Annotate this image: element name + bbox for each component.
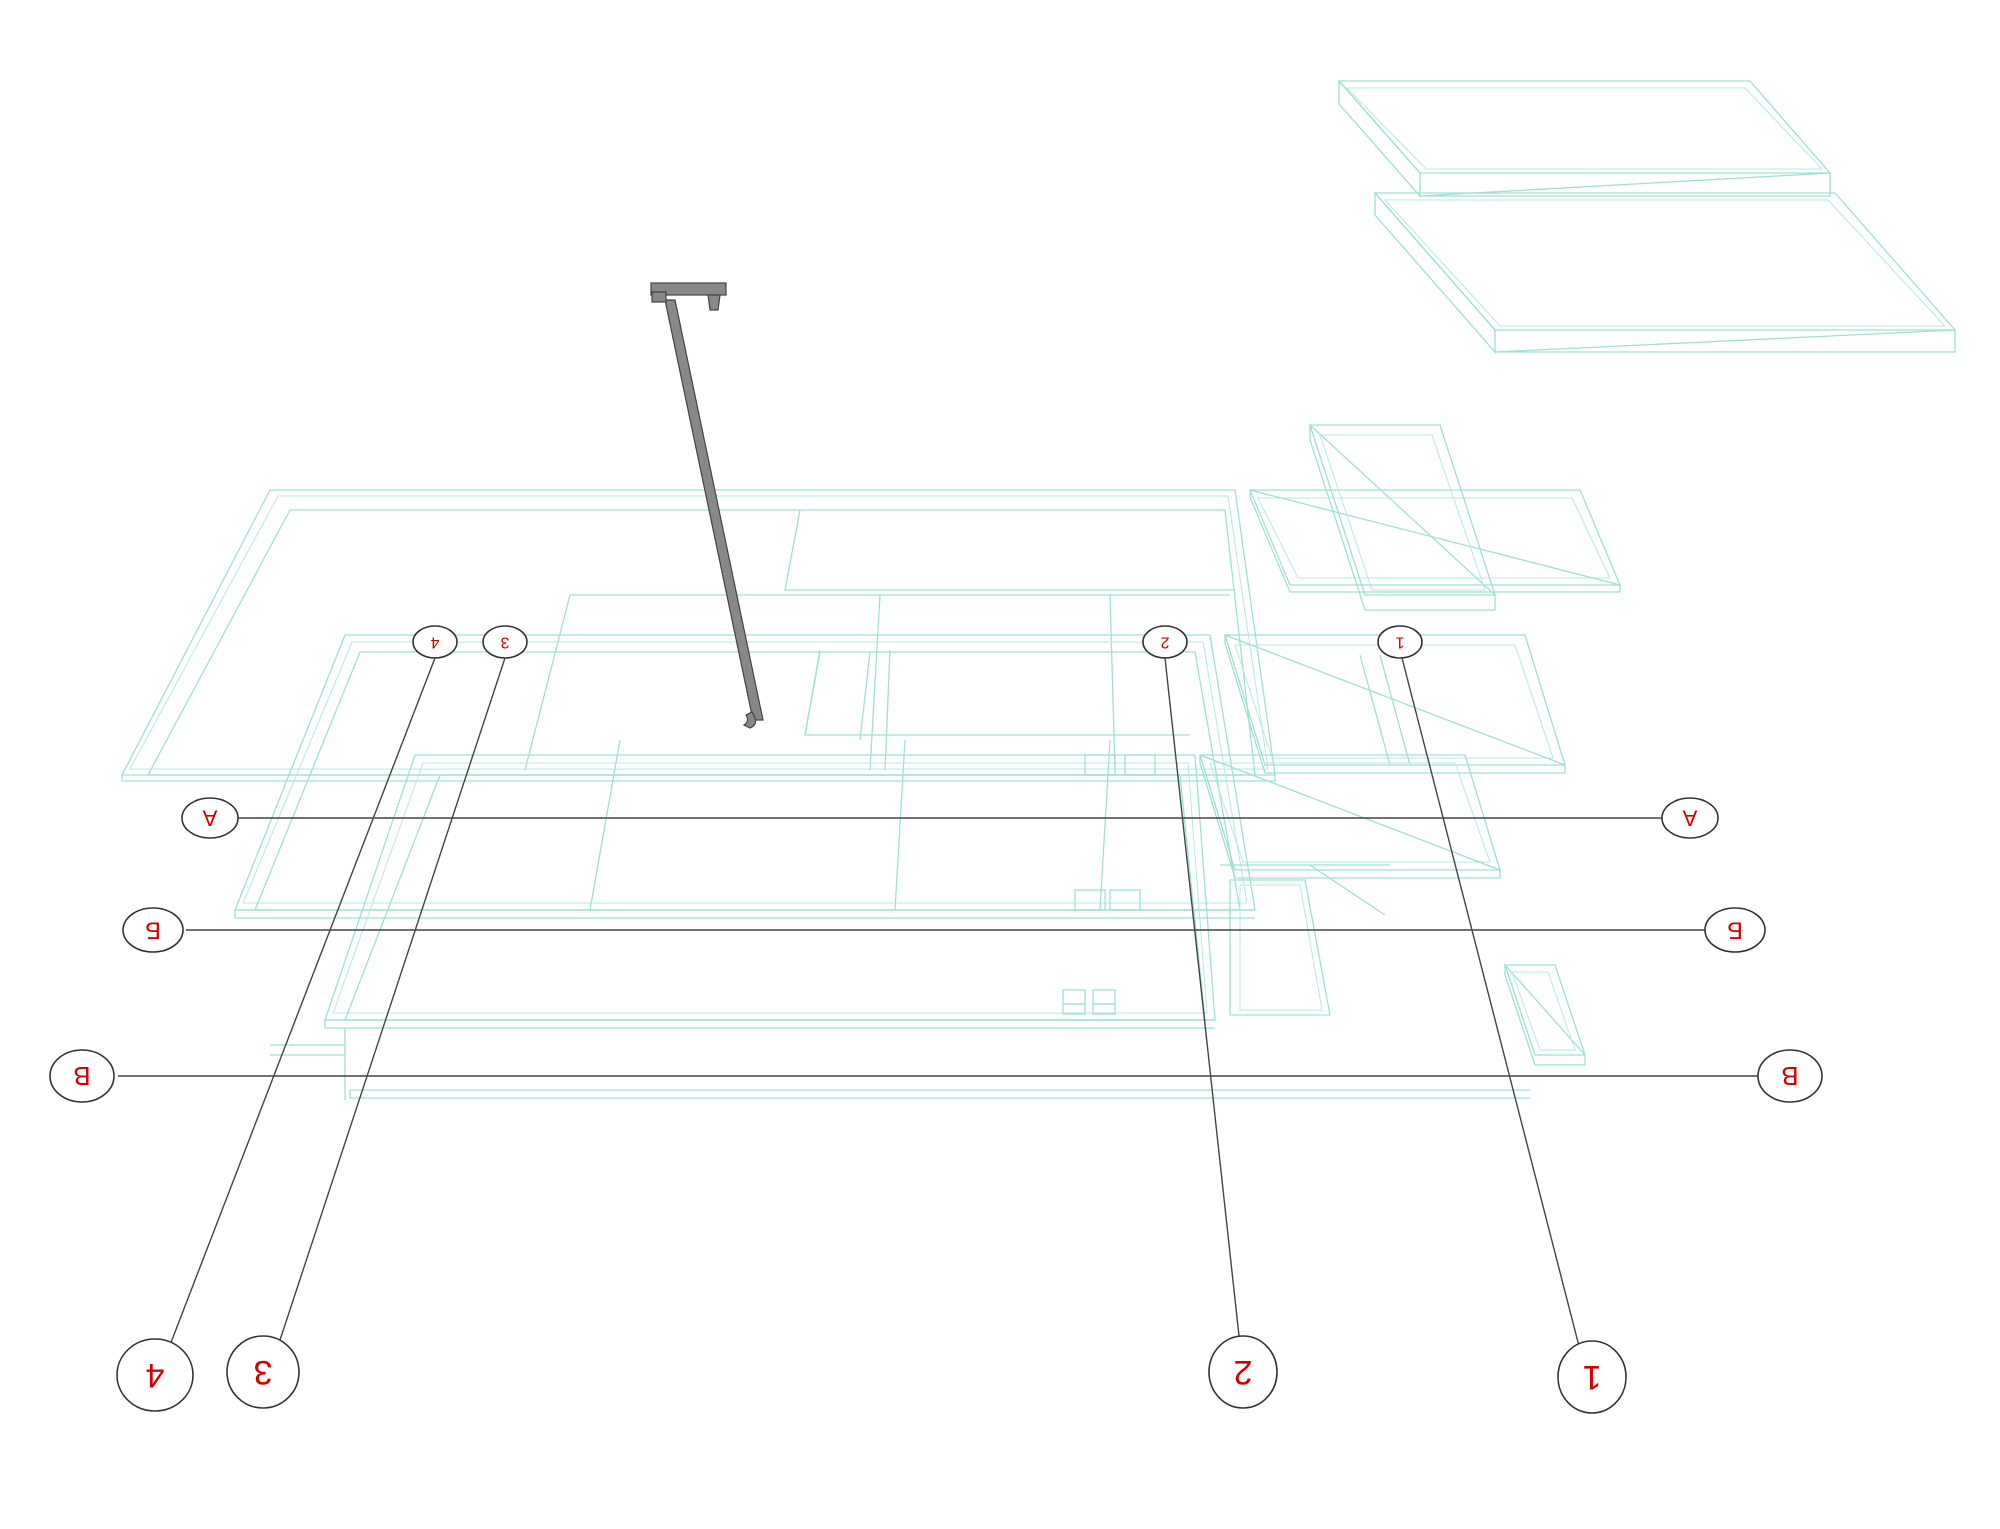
svg-text:1: 1: [1583, 1358, 1602, 1396]
middle-floor-plate: [234, 634, 1256, 919]
grid-bubble-1-top: 1: [1377, 625, 1423, 659]
lower-floor-plate: [270, 754, 1530, 1100]
grid-line-2: [1164, 657, 1241, 1346]
svg-text:Б: Б: [1727, 917, 1743, 944]
roof-slab-lower: [1373, 191, 1957, 354]
grid-line-3: [279, 657, 506, 1341]
svg-text:A: A: [202, 806, 217, 831]
grid-line-1: [1401, 657, 1581, 1351]
svg-text:Б: Б: [145, 917, 161, 944]
grid-bubble-B-right: Б: [1704, 907, 1766, 953]
grid-bubble-V-right: В: [1757, 1049, 1823, 1103]
svg-text:A: A: [1682, 806, 1697, 831]
svg-text:3: 3: [500, 634, 509, 651]
grid-bubble-3-top: 3: [482, 625, 528, 659]
structural-post: [650, 282, 764, 729]
grid-bubble-2-bottom: 2: [1208, 1335, 1278, 1409]
grid-bubble-A-right: A: [1661, 797, 1719, 839]
grid-bubble-B-left: Б: [122, 907, 184, 953]
grid-bubble-V-left: В: [49, 1049, 115, 1103]
svg-text:В: В: [73, 1061, 90, 1091]
upper-right-box: [1309, 423, 1496, 611]
svg-text:2: 2: [1234, 1353, 1253, 1391]
svg-text:1: 1: [1395, 634, 1404, 651]
grid-bubble-1-bottom: 1: [1557, 1340, 1627, 1414]
grid-lines: [118, 657, 1775, 1351]
svg-text:2: 2: [1160, 634, 1169, 651]
grid-bubble-4-top: 4: [412, 625, 458, 659]
grid-bubble-2-top: 2: [1142, 625, 1188, 659]
svg-text:В: В: [1781, 1061, 1798, 1091]
grid-bubble-A-left: A: [181, 797, 239, 839]
grid-bubble-3-bottom: 3: [226, 1335, 300, 1409]
svg-text:3: 3: [254, 1353, 273, 1391]
svg-text:4: 4: [430, 634, 439, 651]
grid-line-4: [169, 657, 436, 1346]
small-box: [1504, 963, 1586, 1066]
upper-right-block: [1249, 489, 1621, 593]
grid-bubble-4-bottom: 4: [116, 1338, 194, 1412]
lower-right-block: [1199, 754, 1501, 1016]
roof-slab-upper: [1337, 79, 1832, 198]
svg-text:4: 4: [146, 1356, 165, 1394]
